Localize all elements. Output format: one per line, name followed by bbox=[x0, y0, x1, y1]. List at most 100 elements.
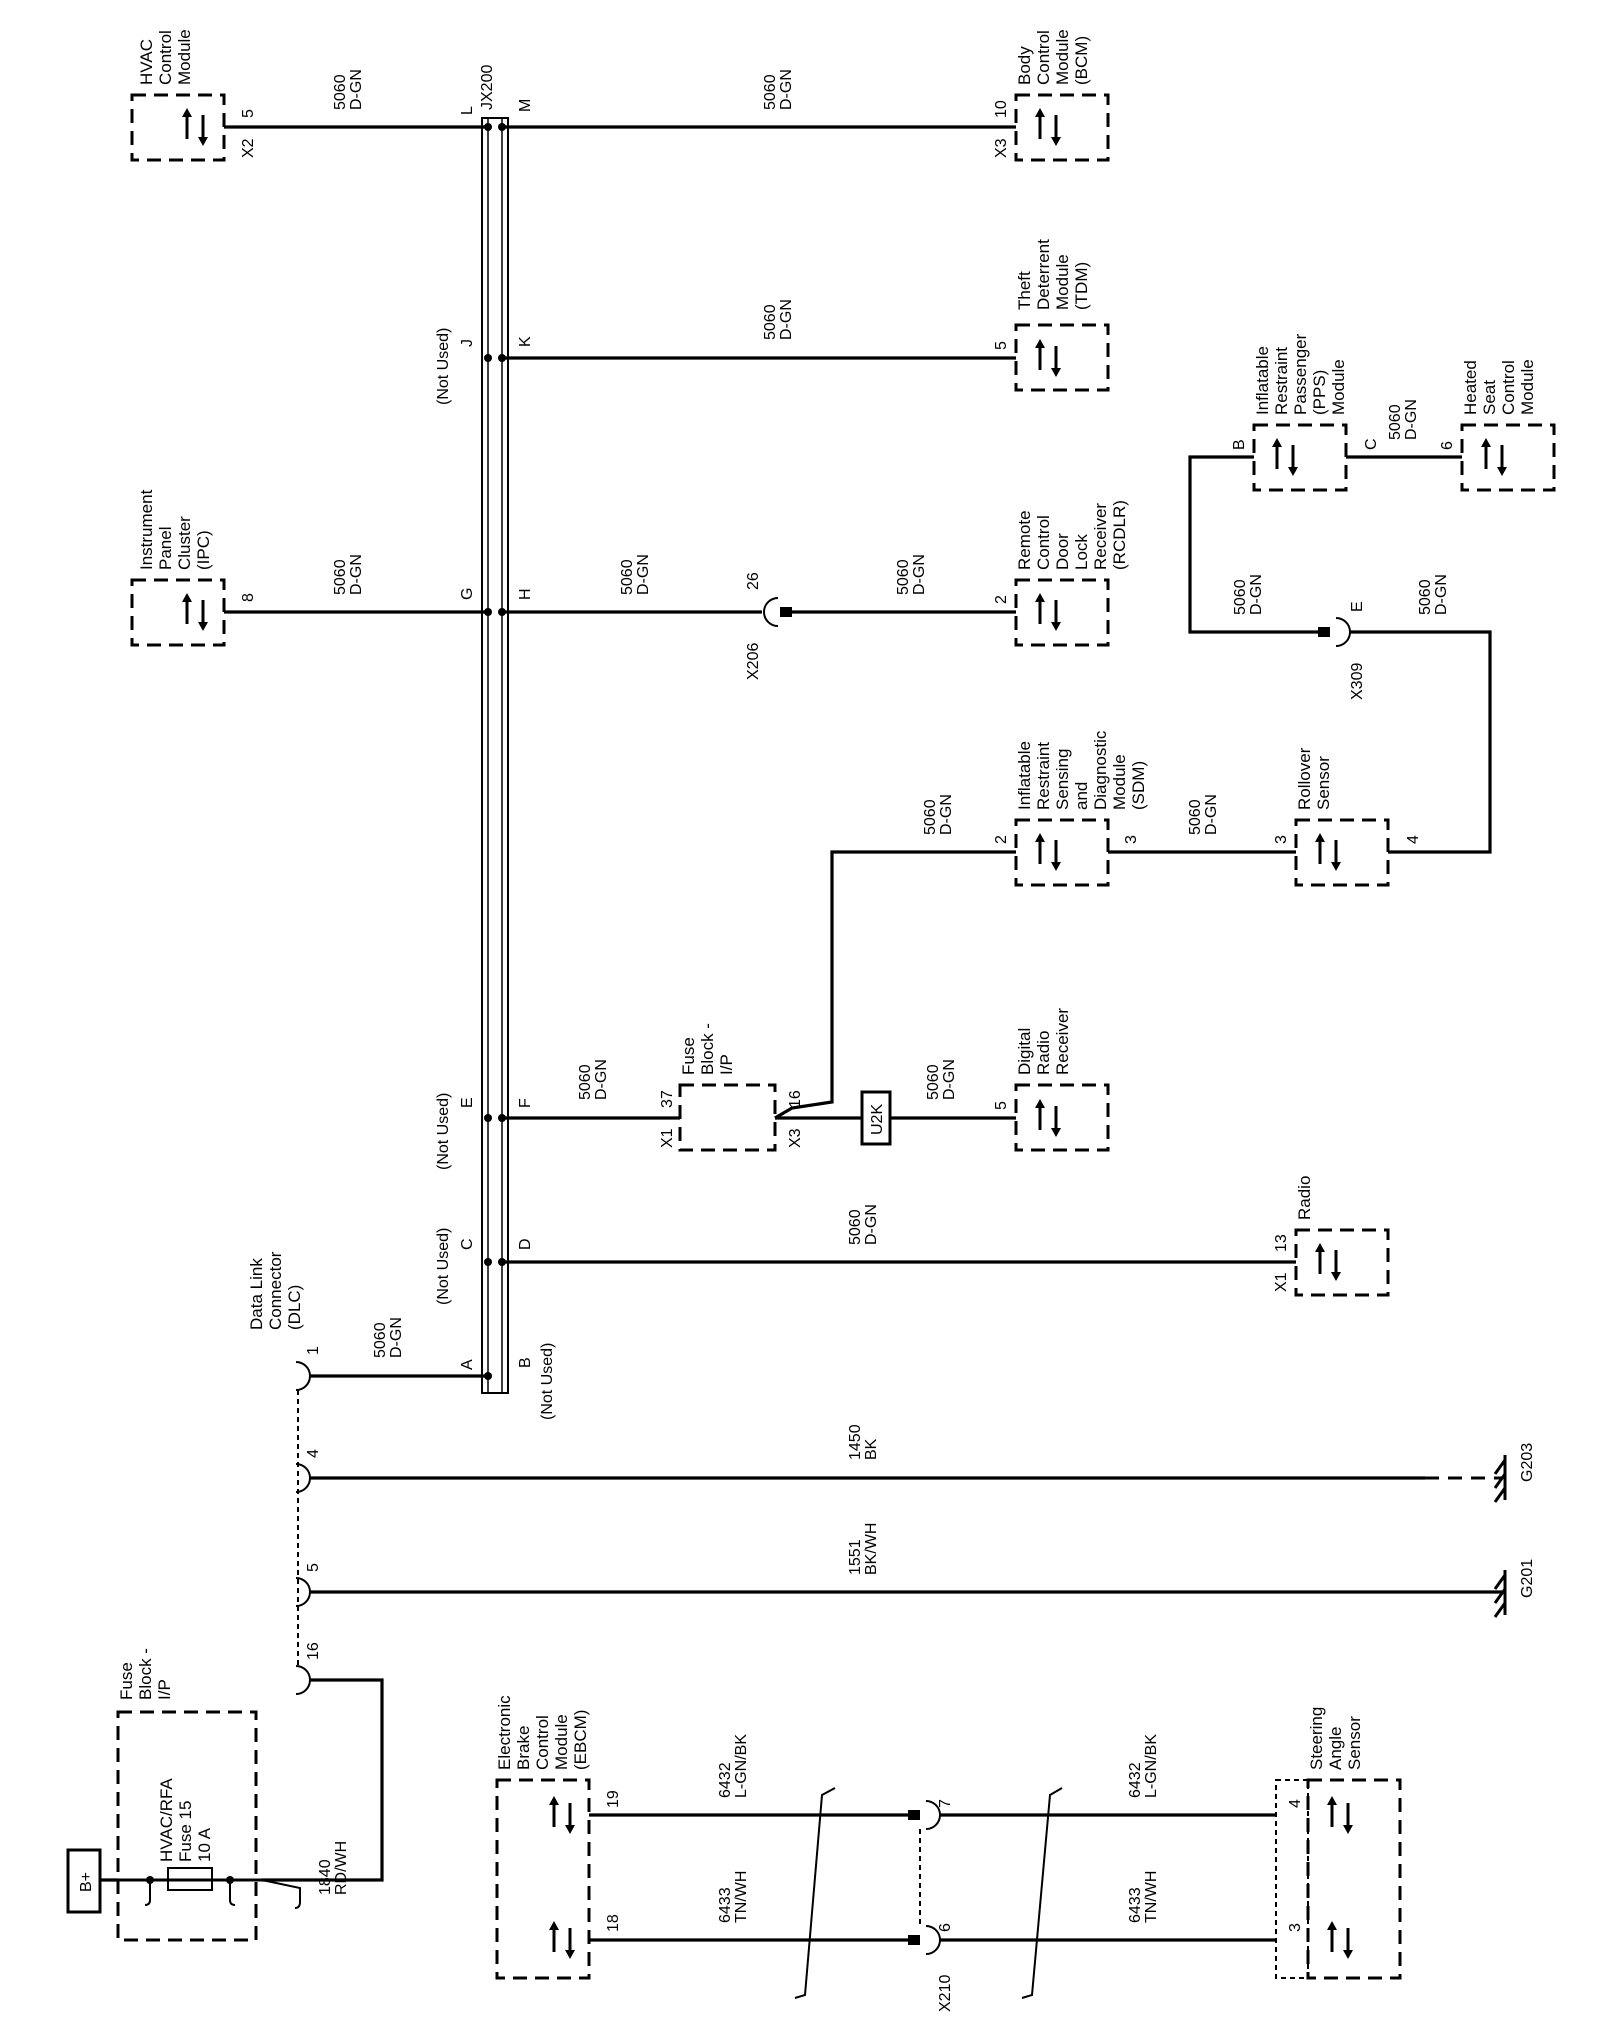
pin-M: M bbox=[517, 99, 534, 112]
svg-text:Data Link: Data Link bbox=[247, 1258, 266, 1330]
svg-text:and: and bbox=[1072, 782, 1091, 810]
svg-text:Module: Module bbox=[1329, 359, 1348, 415]
svg-text:5060: 5060 bbox=[847, 1209, 864, 1245]
svg-text:(DLC): (DLC) bbox=[285, 1285, 304, 1330]
wire-pps-to-x309 bbox=[1188, 455, 1328, 634]
svg-text:Control: Control bbox=[1034, 30, 1053, 85]
svg-text:(RCDLR): (RCDLR) bbox=[1110, 500, 1129, 570]
radio-connector-x1: X1 bbox=[1273, 1272, 1290, 1292]
wire-fuseblock-to-sdm bbox=[774, 850, 1016, 1120]
svg-text:Digital: Digital bbox=[1015, 1028, 1034, 1075]
wire-label-g201: 1551 BK/WH bbox=[847, 1523, 880, 1575]
svg-text:5060: 5060 bbox=[577, 1064, 594, 1100]
digital-radio-receiver: Digital Radio Receiver 5 bbox=[993, 1008, 1110, 1152]
svg-text:Theft: Theft bbox=[1015, 271, 1034, 310]
wire-label-g203: 1450 BK bbox=[847, 1424, 880, 1460]
not-used-e: (Not Used) bbox=[435, 1093, 452, 1170]
svg-text:Steering: Steering bbox=[1307, 1707, 1326, 1770]
svg-text:Cluster: Cluster bbox=[175, 516, 194, 570]
svg-text:Control: Control bbox=[1499, 360, 1518, 415]
svg-text:5060: 5060 bbox=[922, 799, 939, 835]
pin-J: J bbox=[459, 339, 476, 347]
svg-text:D-GN: D-GN bbox=[1403, 399, 1420, 440]
svg-text:5060: 5060 bbox=[895, 559, 912, 595]
wire-label-1840: 1840 RD/WH bbox=[317, 1841, 350, 1895]
passenger-presence-module: Inflatable Restraint Passenger (PPS) Mod… bbox=[1231, 333, 1380, 492]
svg-text:5060: 5060 bbox=[619, 559, 636, 595]
hvac-pin-5: 5 bbox=[240, 109, 257, 118]
svg-text:Sensor: Sensor bbox=[1314, 756, 1333, 810]
svg-text:Module: Module bbox=[1053, 254, 1072, 310]
not-used-b: (Not Used) bbox=[539, 1343, 556, 1420]
data-arrows-icon bbox=[1313, 1241, 1343, 1283]
svg-text:L-GN/BK: L-GN/BK bbox=[1143, 1734, 1160, 1798]
pin-G: G bbox=[459, 588, 476, 600]
wire-label-jx200-fuseblock: 5060 D-GN bbox=[577, 1059, 610, 1100]
wire-label-pps-x309: 5060 D-GN bbox=[1232, 574, 1265, 615]
x309-label: X309 bbox=[1349, 663, 1366, 700]
fuse-block-x1: X1 bbox=[659, 1128, 676, 1148]
svg-text:Angle: Angle bbox=[1326, 1727, 1345, 1770]
ipc-pin-8: 8 bbox=[240, 593, 257, 602]
ground-g203-icon: G203 bbox=[1493, 1443, 1536, 1503]
dlc-pin-1: 1 bbox=[305, 1346, 322, 1355]
wire-label-u2k-radio: 5060 D-GN bbox=[925, 1059, 958, 1100]
data-arrows-icon bbox=[1325, 1794, 1355, 1836]
fuse-block-ip-mid: Fuse Block - I/P X1 37 X3 16 bbox=[659, 1023, 804, 1152]
wire-label-radio: 5060 D-GN bbox=[847, 1204, 880, 1245]
svg-text:Sensor: Sensor bbox=[1345, 1716, 1364, 1770]
wire-label-6432-b: 6432 L-GN/BK bbox=[1127, 1734, 1160, 1798]
svg-text:D-GN: D-GN bbox=[778, 299, 795, 340]
svg-text:Inflatable: Inflatable bbox=[1015, 741, 1034, 810]
svg-text:Electronic: Electronic bbox=[495, 1695, 514, 1770]
pin-L: L bbox=[459, 106, 476, 115]
pin-K: K bbox=[517, 336, 534, 347]
svg-text:D-GN: D-GN bbox=[1203, 794, 1220, 835]
svg-text:Module: Module bbox=[552, 1714, 571, 1770]
splice-pack-jx200: JX200 bbox=[479, 65, 509, 1394]
svg-text:D-GN: D-GN bbox=[635, 554, 652, 595]
battery-b-plus: B+ bbox=[66, 1848, 102, 1914]
svg-text:Restraint: Restraint bbox=[1034, 742, 1053, 810]
pin-B: B bbox=[517, 1357, 534, 1368]
pin-C: C bbox=[459, 1238, 476, 1250]
pps-pin-B: B bbox=[1231, 439, 1248, 450]
svg-text:Heated: Heated bbox=[1461, 360, 1480, 415]
svg-text:Instrument: Instrument bbox=[137, 489, 156, 570]
svg-text:Passenger: Passenger bbox=[1291, 333, 1310, 415]
rollover-sensor: Rollover Sensor 3 4 bbox=[1273, 747, 1422, 887]
wire-label-hvac: 5060 D-GN bbox=[332, 69, 365, 110]
bcm-label: Body Control Module (BCM) bbox=[1015, 29, 1091, 85]
svg-text:BK: BK bbox=[863, 1438, 880, 1460]
svg-text:L-GN/BK: L-GN/BK bbox=[733, 1734, 750, 1798]
wire-label-dlc: 5060 D-GN bbox=[372, 1317, 405, 1358]
pps-label: Inflatable Restraint Passenger (PPS) Mod… bbox=[1253, 333, 1348, 415]
ebcm-pin-19: 19 bbox=[605, 1790, 622, 1808]
svg-text:Radio: Radio bbox=[1034, 1031, 1053, 1075]
svg-text:D-GN: D-GN bbox=[348, 69, 365, 110]
svg-text:5060: 5060 bbox=[372, 1322, 389, 1358]
svg-text:Rollover: Rollover bbox=[1295, 747, 1314, 810]
connector-x210: 7 6 X210 bbox=[908, 1799, 954, 2012]
wire-x309-to-rollover bbox=[1350, 630, 1492, 854]
ebcm-label: Electronic Brake Control Module (EBCM) bbox=[495, 1695, 590, 1770]
wire-label-6433-b: 6433 TN/WH bbox=[1127, 1871, 1160, 1923]
svg-text:5060: 5060 bbox=[1387, 404, 1404, 440]
svg-text:TN/WH: TN/WH bbox=[733, 1871, 750, 1923]
rollover-pin-4: 4 bbox=[1405, 835, 1422, 844]
wire-dlc16-to-fuse bbox=[262, 1678, 384, 1882]
svg-text:Seat: Seat bbox=[1480, 380, 1499, 415]
x210-label: X210 bbox=[937, 1975, 954, 2012]
ground-g201-icon: G201 bbox=[1493, 1559, 1536, 1618]
data-arrows-icon bbox=[547, 1794, 577, 1836]
x206-label: X206 bbox=[745, 643, 762, 680]
svg-text:Fuse 15: Fuse 15 bbox=[176, 1801, 195, 1862]
svg-text:Restraint: Restraint bbox=[1272, 347, 1291, 415]
svg-text:Block -: Block - bbox=[698, 1023, 717, 1075]
svg-text:D-GN: D-GN bbox=[863, 1204, 880, 1245]
svg-text:I/P: I/P bbox=[717, 1054, 736, 1075]
svg-text:5060: 5060 bbox=[925, 1064, 942, 1100]
sdm-pin-2: 2 bbox=[993, 835, 1010, 844]
svg-text:D-GN: D-GN bbox=[941, 1059, 958, 1100]
